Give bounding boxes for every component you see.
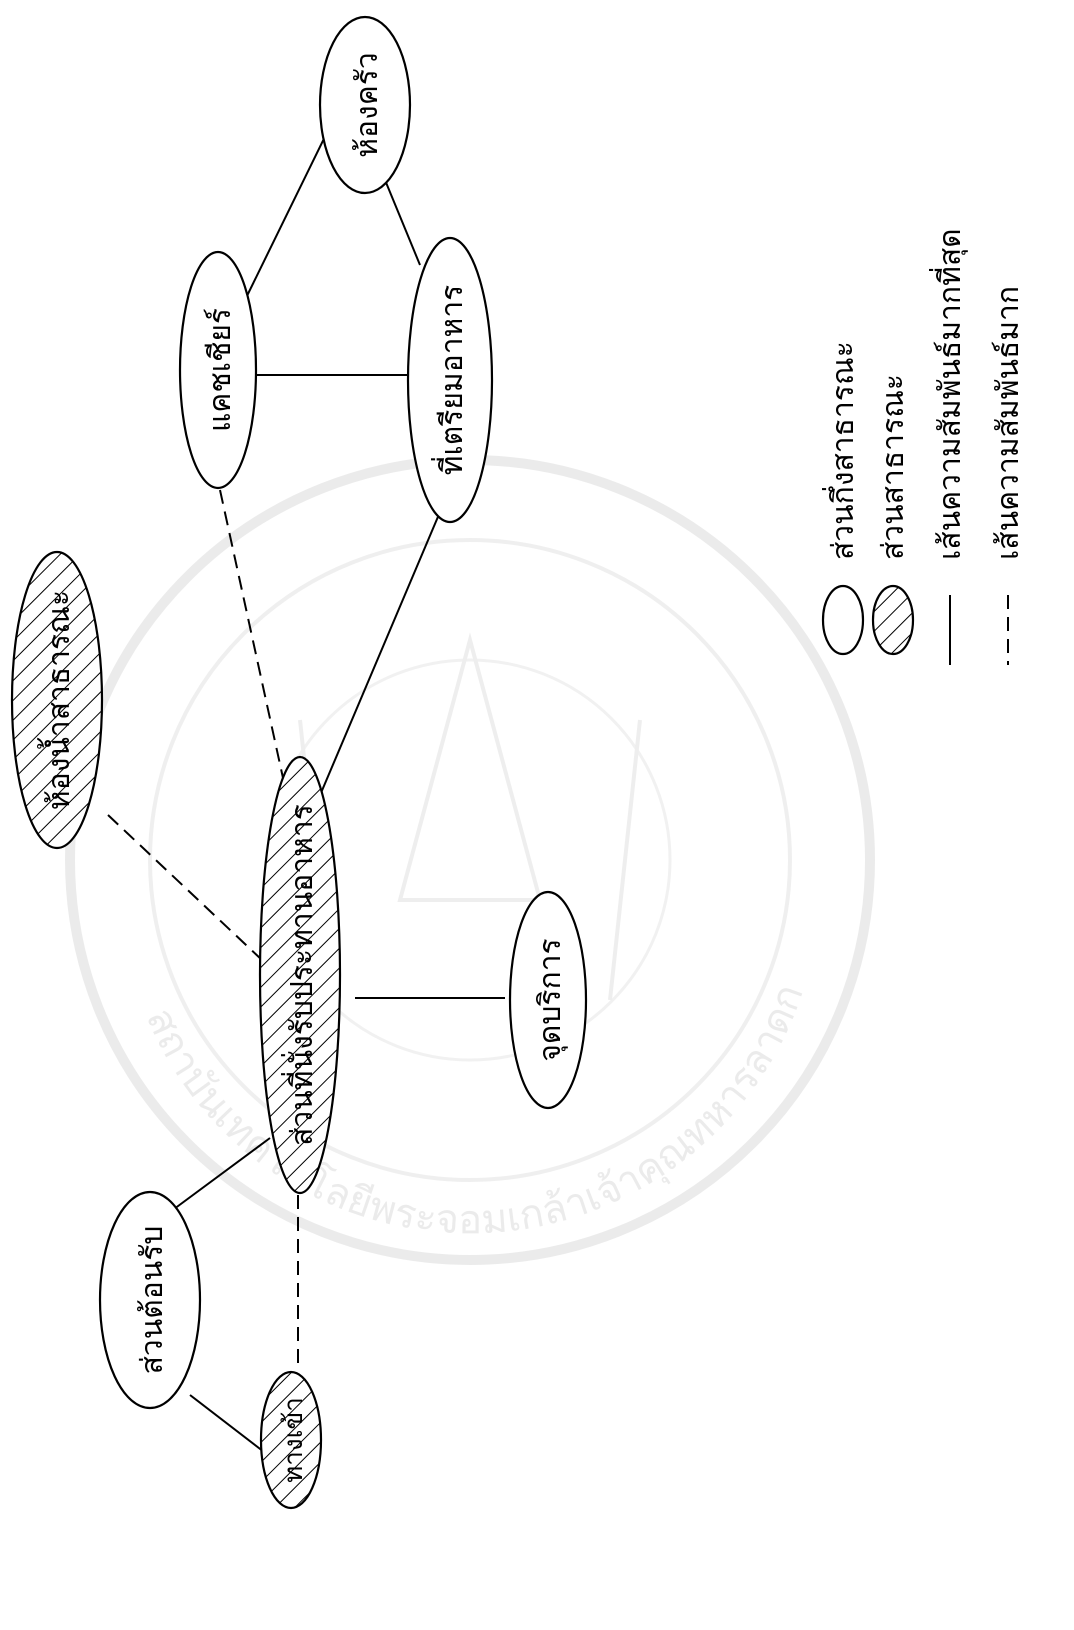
- service-point-label: จุดบริการ: [533, 938, 569, 1061]
- entrance-label: ทางเข้า: [279, 1397, 309, 1483]
- legend-strongest-relation-label: เส้นความสัมพันธ์มากที่สุด: [929, 228, 969, 560]
- node-reception: ส่วนต้อนรับ: [98, 1190, 202, 1410]
- legend-public-label: ส่วนสาธารณะ: [876, 374, 911, 560]
- line-foodprep-dining: [317, 511, 441, 801]
- node-food-prep: ที่เตรียมอาหาร: [406, 236, 494, 524]
- reception-label: ส่วนต้อนรับ: [135, 1226, 170, 1375]
- node-cashier: แคชเชียร์: [178, 250, 258, 490]
- legend-semi-public: ส่วนกึ่งสาธารณะ: [821, 341, 865, 656]
- node-kitchen: ห้องครัว: [318, 15, 412, 195]
- legend-public-swatch: [871, 584, 915, 656]
- legend-public: ส่วนสาธารณะ: [871, 374, 915, 656]
- node-service-point: จุดบริการ: [508, 890, 588, 1110]
- node-public-restroom[interactable]: ห้องน้ำสาธารณะ: [10, 550, 104, 850]
- legend-strongest-relation: เส้นความสัมพันธ์มากที่สุด: [929, 228, 969, 665]
- line-reception-dining: [169, 1137, 271, 1213]
- legend-semi-public-label: ส่วนกึ่งสาธารณะ: [822, 341, 861, 560]
- watermark-seal: สถาบันเทคโนโลยีพระจอมเกล้าเจ้าคุณทหารลาด…: [0, 0, 875, 1265]
- node-dining-area: ส่วนที่นั่งรับประทานอาหาร: [258, 755, 342, 1195]
- kitchen-label: ห้องครัว: [350, 52, 385, 157]
- line-restroom-dining: [107, 814, 263, 961]
- food-prep-label: ที่เตรียมอาหาร: [431, 285, 470, 476]
- cashier-label: แคชเชียร์: [203, 308, 238, 432]
- legend-strong-relation-label: เส้นความสัมพันธ์มาก: [991, 286, 1026, 560]
- legend: ส่วนกึ่งสาธารณะ ส่วนสาธารณะ เส้นความสัมพ…: [821, 228, 1026, 665]
- public-restroom-label: ห้องน้ำสาธารณะ: [37, 590, 77, 810]
- line-cashier-kitchen: [244, 109, 339, 301]
- line-cashier-dining: [219, 489, 291, 811]
- legend-semi-public-swatch: [821, 584, 865, 656]
- legend-strong-relation: เส้นความสัมพันธ์มาก: [991, 286, 1026, 665]
- line-reception-entrance: [189, 1394, 269, 1456]
- line-kitchen-foodprep: [384, 179, 421, 266]
- dining-area-label: ส่วนที่นั่งรับประทานอาหาร: [281, 804, 320, 1146]
- node-entrance: ทางเข้า: [259, 1370, 323, 1510]
- connections: [107, 109, 505, 1456]
